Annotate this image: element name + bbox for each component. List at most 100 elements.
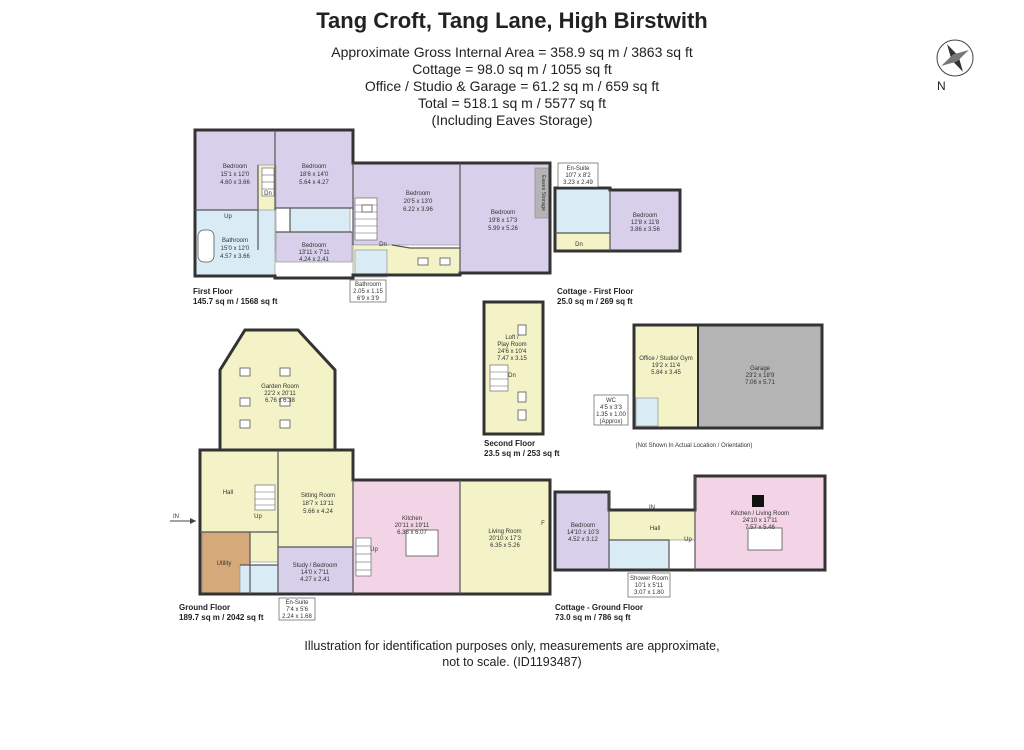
cottage-first-floor-area: 25.0 sq m / 269 sq ft [557,297,633,306]
gf-study-label: Study / Bedroom [293,563,338,569]
compass-north-label: N [937,79,946,93]
second-floor-name: Second Floor [484,439,535,448]
gf-study-metric: 4.27 x 2.41 [300,577,330,583]
cg-shower-imperial: 10'1 x 5'11 [635,583,664,589]
ground-floor-plan: Garden Room 22'2 x 20'11 6.76 x 6.38 Hal… [170,328,552,622]
sf-loft-imperial: 24'6 x 10'4 [498,349,527,355]
gf-kitchen-metric: 6.38 x 6.07 [397,530,427,536]
wc-imperial: 4'5 x 3'3 [600,405,623,411]
first-floor-plan: Bedroom 15'1 x 12'0 4.60 x 3.66 Bedroom … [193,128,552,306]
room-garage [697,324,823,429]
plan-title: Tang Croft, Tang Lane, High Birstwith [316,8,708,33]
gf-garden-metric: 6.76 x 6.38 [265,398,295,404]
ff-bedroom-1-label: Bedroom [223,164,247,170]
gf-sitting-imperial: 18'7 x 13'11 [302,501,334,507]
ff-bathroom-2-callout [349,279,387,303]
cg-shower-callout [627,572,671,598]
cf-bedroom-label: Bedroom [633,213,657,219]
office-imperial: 19'2 x 11'4 [652,363,681,369]
area-line-total: Total = 518.1 sq m / 5577 sq ft [418,95,606,111]
garage-label: Garage [750,366,771,372]
sf-loft-metric: 7.47 x 3.15 [497,356,527,362]
sf-loft-label-2: Play Room [497,342,526,348]
garage-metric: 7.06 x 5.71 [745,380,775,386]
gf-ensuite-label: En-Suite [285,600,309,606]
office-garage-plan: Office / Studio/ Gym 19'2 x 11'4 5.84 x … [593,323,824,449]
room-gf-ensuite [239,564,279,595]
cg-bedroom-metric: 4.52 x 3.12 [568,537,598,543]
gf-entrance-arrow-icon [170,518,196,524]
cg-bedroom-label: Bedroom [571,523,595,529]
cg-in-mark: IN [649,505,655,511]
room-gf-living [459,479,551,595]
cf-dn-mark: Dn [575,242,583,248]
ff-bedroom-4-imperial: 19'8 x 17'3 [489,218,518,224]
second-floor-plan: Loft / Play Room 24'6 x 10'4 7.47 x 3.15… [482,300,560,458]
gf-living-metric: 6.35 x 5.26 [490,543,520,549]
area-line-eaves: (Including Eaves Storage) [431,112,593,128]
wc-callout [593,394,629,426]
area-line-cottage: Cottage = 98.0 sq m / 1055 sq ft [412,61,612,77]
gf-garden-label: Garden Room [261,384,299,390]
wc-metric: 1.35 x 1.00 [596,412,626,418]
cottage-ground-floor-plan: Bedroom 14'10 x 10'3 4.52 x 3.12 Hall IN… [553,474,827,622]
ff-dn-mark-1: Dn [264,191,272,197]
ground-floor-area: 189.7 sq m / 2042 sq ft [179,613,264,622]
ff-bathroom-1-metric: 4.57 x 3.66 [220,254,250,260]
room-gf-garden-room [219,329,336,451]
sf-dn-mark: Dn [508,373,516,379]
cottage-ground-floor-area: 73.0 sq m / 786 sq ft [555,613,631,622]
cg-up-mark: Up [684,537,692,543]
gf-inner-walls [200,450,461,594]
room-wc [635,397,659,427]
room-gf-sitting [277,449,354,548]
room-cf-ensuite [554,187,611,234]
ff-inner-walls [195,130,461,273]
gf-up-mark-2: Up [370,547,378,553]
ff-bedroom-5-metric: 4.24 x 2.41 [299,257,329,263]
ff-dn-mark-2: Dn [379,242,387,248]
ff-bedroom-3-label: Bedroom [406,191,430,197]
gf-in-mark: IN [173,514,179,520]
gf-living-imperial: 20'10 x 17'3 [489,536,522,542]
cf-inner-walls [555,190,611,251]
sf-stairs-icon [489,364,509,392]
gf-hall-label: Hall [223,490,233,496]
area-line-office: Office / Studio & Garage = 61.2 sq m / 6… [364,78,660,94]
ff-bedroom-2-imperial: 18'6 x 14'0 [300,172,329,178]
wc-approx: (Approx) [599,419,622,425]
room-gf-study [277,546,354,595]
first-floor-area: 145.7 sq m / 1568 sq ft [193,297,278,306]
ff-rooflights [361,204,451,266]
ff-bedroom-1-metric: 4.60 x 3.66 [220,180,250,186]
first-floor-name: First Floor [193,287,233,296]
garage-imperial: 23'2 x 18'9 [746,373,775,379]
ff-bathroom-2-imperial: 6'9 x 3'9 [357,296,380,302]
area-summary: Approximate Gross Internal Area = 358.9 … [0,44,1024,129]
cg-hall-label: Hall [650,526,660,532]
room-ff-bedroom-5 [275,231,353,263]
disclaimer-line-2: not to scale. (ID1193487) [442,655,582,669]
ff-bedroom-4-metric: 5.99 x 5.26 [488,226,518,232]
disclaimer: Illustration for identification purposes… [0,638,1024,670]
ff-bathroom-2-label: Bathroom [355,282,381,288]
room-ff-bathroom-2 [354,249,388,278]
cg-bedroom-imperial: 14'10 x 10'3 [567,530,600,536]
cg-kitchen-label: Kitchen / Living Room [731,511,789,517]
gf-utility-label: Utility [217,561,232,567]
gf-study-imperial: 14'0 x 7'11 [301,570,330,576]
gf-outer-wall [198,448,552,596]
gf-sitting-metric: 5.66 x 4.24 [303,509,333,515]
gf-garden-rooflights [239,367,291,429]
area-line-gross: Approximate Gross Internal Area = 358.9 … [331,44,693,60]
not-shown-note: (Not Shown In Actual Location / Orientat… [636,443,753,449]
wc-label: WC [606,398,617,404]
ground-floor-name: Ground Floor [179,603,230,612]
sf-outer-wall [482,300,545,436]
cf-ensuite-label: En-Suite [566,166,590,172]
sf-loft-label-1: Loft / [505,335,519,341]
cg-shower-label: Shower Room [630,576,668,582]
office-garage-outer-wall [632,323,824,430]
ff-bathroom-1-imperial: 15'0 x 12'0 [221,246,250,252]
cf-ensuite-imperial: 10'7 x 8'2 [565,173,591,179]
